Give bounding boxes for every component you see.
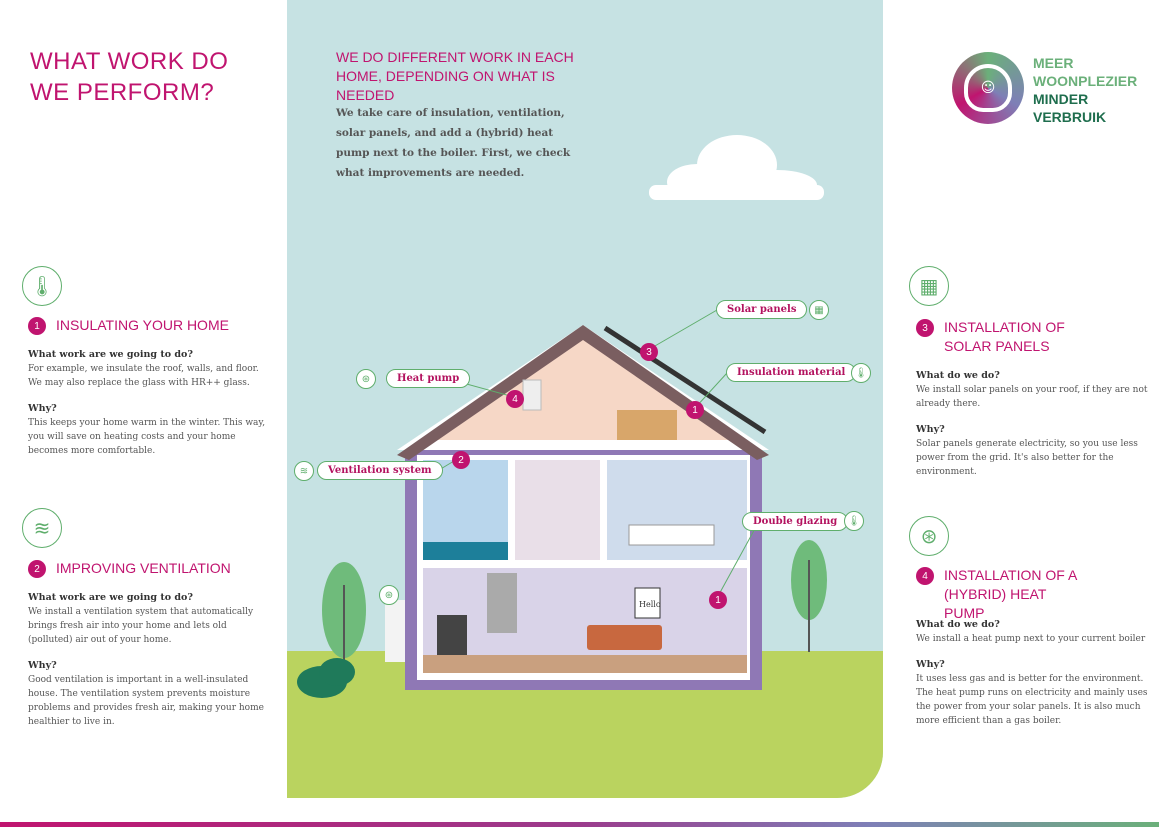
- answer: We install a heat pump next to your curr…: [916, 634, 1146, 644]
- heat-pump-icon: ⊛: [356, 369, 376, 389]
- fridge: [487, 573, 517, 633]
- thermometer-icon: 🌡: [22, 266, 62, 306]
- section-title: INSTALLATION OF SOLAR PANELS: [944, 319, 1065, 354]
- section-2-heading: 2 IMPROVING VENTILATION: [28, 559, 231, 578]
- heat-pump-icon: ⊛: [379, 585, 399, 605]
- heat-pump-icon: ⊛: [909, 516, 949, 556]
- illustration-panel: Hello: [287, 0, 883, 798]
- thermometer-icon: 🌡: [844, 511, 864, 531]
- cloud: [649, 135, 824, 200]
- answer: For example, we insulate the roof, walls…: [28, 364, 259, 388]
- section-number: 2: [28, 560, 46, 578]
- logo-line: MINDER: [1033, 91, 1089, 107]
- logo-line: WOONPLEZIER: [1033, 73, 1138, 89]
- section-3-body: What do we do? We install solar panels on…: [916, 369, 1159, 491]
- footer-gradient-bar: [0, 822, 1159, 827]
- question: What do we do?: [916, 619, 1000, 630]
- callout-double-glazing[interactable]: Double glazing: [742, 512, 849, 531]
- question: Why?: [28, 403, 57, 414]
- smiley-house-icon: ☺: [964, 64, 1012, 112]
- section-4-body: What do we do? We install a heat pump nex…: [916, 618, 1159, 740]
- question: Why?: [28, 660, 57, 671]
- answer: We install a ventilation system that aut…: [28, 607, 254, 645]
- poster-text: Hello: [639, 600, 661, 609]
- tree-right: [791, 540, 827, 652]
- question: What work are we going to do?: [28, 592, 193, 603]
- section-3-heading: 3 INSTALLATION OF SOLAR PANELS: [916, 318, 1076, 356]
- section-title: INSTALLATION OF A (HYBRID) HEAT PUMP: [944, 567, 1077, 621]
- question: What do we do?: [916, 370, 1000, 381]
- house-illustration: Hello: [297, 135, 827, 698]
- center-heading: WE DO DIFFERENT WORK IN EACH HOME, DEPEN…: [336, 49, 574, 103]
- section-number: 4: [916, 567, 934, 585]
- callout-ventilation-system[interactable]: Ventilation system: [317, 461, 443, 480]
- marker-2: 2: [452, 451, 470, 469]
- answer: It uses less gas and is better for the e…: [916, 674, 1148, 726]
- section-1-body: What work are we going to do? For example…: [28, 348, 273, 470]
- wind-icon: ≋: [22, 508, 62, 548]
- answer: Good ventilation is important in a well-…: [28, 675, 264, 727]
- logo-line: VERBRUIK: [1033, 109, 1107, 125]
- marker-3: 3: [640, 343, 658, 361]
- answer: We install solar panels on your roof, if…: [916, 385, 1148, 409]
- section-title: IMPROVING VENTILATION: [56, 560, 231, 576]
- solar-panels-roof: [603, 325, 767, 435]
- callout-heat-pump[interactable]: Heat pump: [386, 369, 471, 388]
- marker-1: 1: [709, 591, 727, 609]
- section-title: INSULATING YOUR HOME: [56, 317, 229, 333]
- wind-icon: ≋: [294, 461, 314, 481]
- page-title: WHAT WORK DO WE PERFORM?: [30, 48, 229, 106]
- marker-1: 1: [686, 401, 704, 419]
- section-2-body: What work are we going to do? We install …: [28, 591, 273, 741]
- study: [515, 460, 600, 560]
- solar-panel-icon: ▦: [909, 266, 949, 306]
- logo-mark: ☺: [952, 52, 1024, 124]
- solar-panel-icon: ▦: [809, 300, 829, 320]
- answer: Solar panels generate electricity, so yo…: [916, 439, 1138, 477]
- thermometer-icon: 🌡: [851, 363, 871, 383]
- sofa: [587, 625, 662, 650]
- stove: [437, 615, 467, 655]
- bush: [297, 658, 355, 698]
- heat-pump-unit: [522, 379, 542, 411]
- question: What work are we going to do?: [28, 349, 193, 360]
- outdoor-unit: [385, 600, 405, 662]
- logo-text: MEER WOONPLEZIER MINDER VERBRUIK: [1033, 54, 1137, 126]
- center-intro: We take care of insulation, ventilation,…: [336, 107, 571, 179]
- answer: This keeps your home warm in the winter.…: [28, 418, 266, 456]
- question: Why?: [916, 659, 945, 670]
- section-number: 1: [28, 317, 46, 335]
- marker-4: 4: [506, 390, 524, 408]
- boxes: [617, 410, 677, 440]
- section-1-heading: 1 INSULATING YOUR HOME: [28, 316, 229, 335]
- callout-insulation-material[interactable]: Insulation material: [726, 363, 857, 382]
- attic: [437, 335, 732, 440]
- callout-solar-panels[interactable]: Solar panels: [716, 300, 808, 319]
- section-4-heading: 4 INSTALLATION OF A (HYBRID) HEAT PUMP: [916, 566, 1086, 623]
- section-number: 3: [916, 319, 934, 337]
- question: Why?: [916, 424, 945, 435]
- logo-line: MEER: [1033, 55, 1074, 71]
- tree-left: [322, 562, 366, 665]
